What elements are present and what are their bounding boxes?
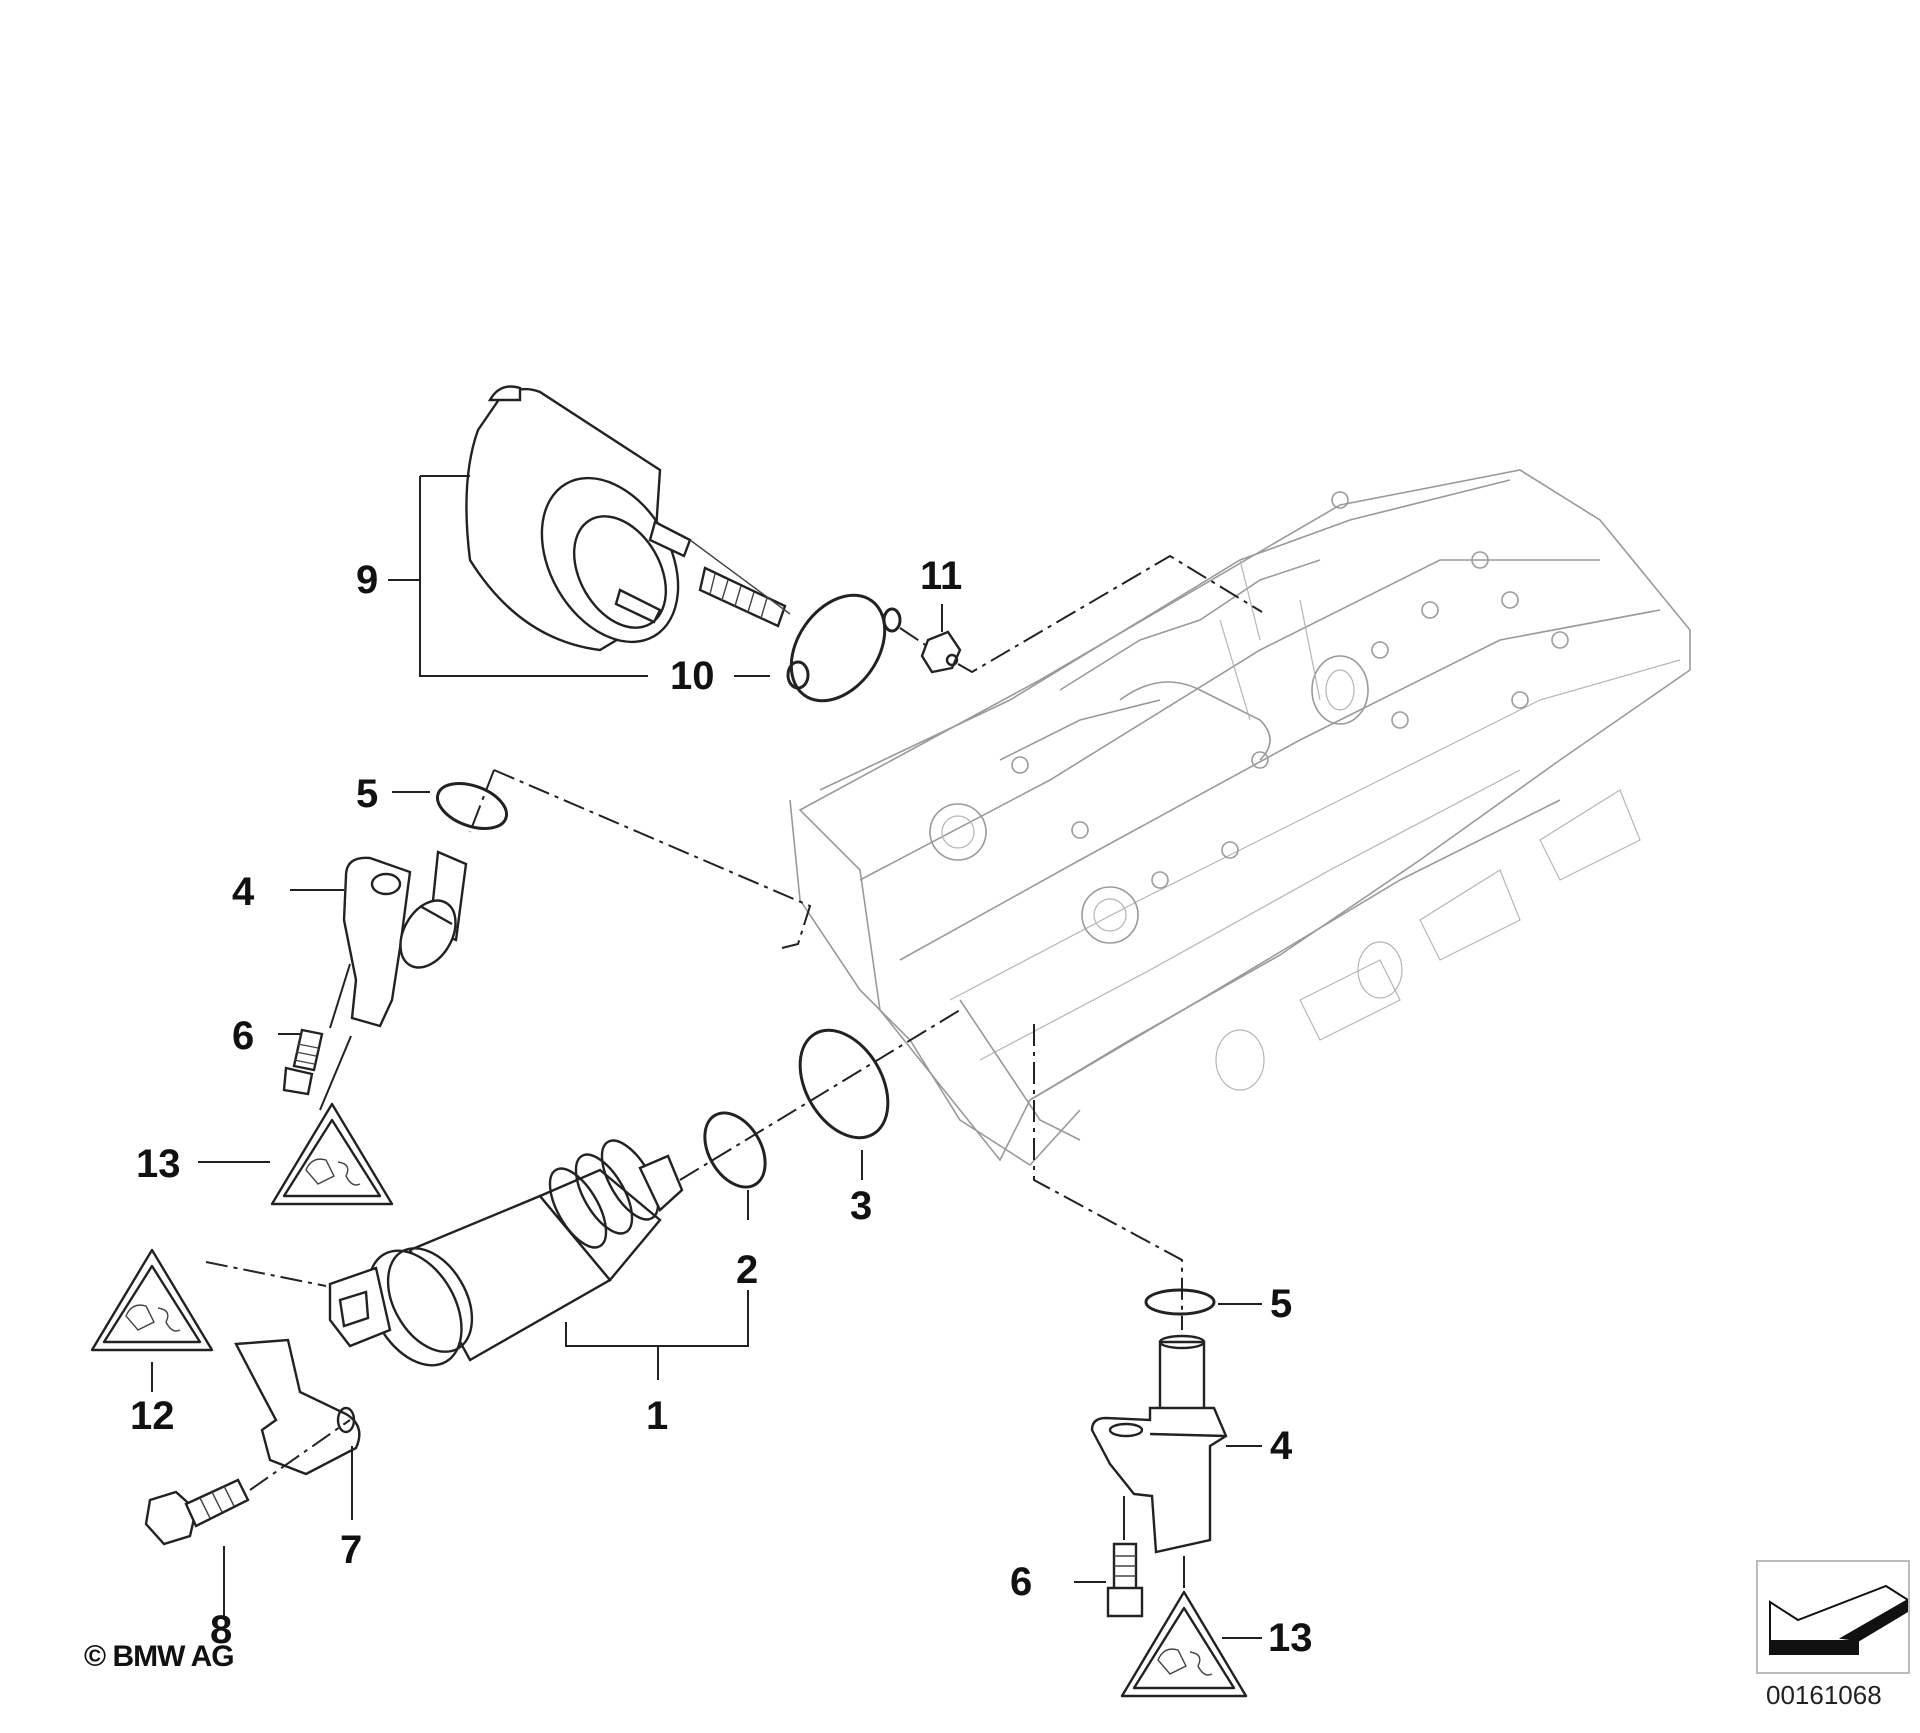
large-o-ring [798,1028,890,1140]
cylinder-head [789,469,1691,1167]
starter-motor [465,385,791,652]
o-ring-lower [1144,1288,1216,1316]
callout-3[interactable]: 3 [850,1184,873,1228]
copyright-notice: © BMW AG [84,1640,235,1673]
assembly-line-bolt [249,1419,351,1491]
callout-12[interactable]: 12 [130,1394,175,1438]
callout-13-upper[interactable]: 13 [136,1142,181,1186]
camshaft-sensor-upper [342,850,468,1028]
solenoid-valve [328,1139,684,1367]
leader-lines [151,475,1262,1639]
callout-5-lower[interactable]: 5 [1270,1282,1293,1326]
assembly-line-sensor-upper [469,769,812,949]
assembly-line-label-left [205,1261,327,1287]
warning-label-upper [270,1102,394,1206]
callout-4-lower[interactable]: 4 [1270,1424,1293,1468]
bracket [234,1338,361,1476]
assembly-line-lower-fastener [1123,1496,1185,1588]
assembly-line-nut [899,554,1263,674]
callout-8[interactable]: 8 [210,1608,233,1652]
callout-13-lower[interactable]: 13 [1268,1616,1313,1660]
callout-6-upper[interactable]: 6 [232,1014,255,1058]
warning-label-lower [1120,1590,1248,1698]
small-o-ring [703,1111,767,1189]
callout-11[interactable]: 11 [920,554,963,598]
o-ring-upper [435,782,509,830]
screw-lower [1106,1542,1144,1618]
hex-bolt [144,1478,250,1546]
figure-number: 00161068 [1766,1680,1882,1710]
callout-9[interactable]: 9 [356,558,379,602]
orientation-arrow-icon [1769,1584,1910,1655]
hex-nut [920,630,962,674]
assembly-line-screw [319,963,352,1111]
camshaft-sensor-lower [1090,1334,1228,1554]
assembly-line-sensor-lower [1033,1024,1183,1330]
assembly-line-valve [679,1009,961,1181]
orientation-box [1756,1560,1910,1674]
cable-holder-ring [786,593,902,703]
callout-6-lower[interactable]: 6 [1010,1560,1033,1604]
callout-10[interactable]: 10 [670,654,715,698]
callout-1[interactable]: 1 [646,1394,669,1438]
screw-upper [282,1028,324,1096]
callout-2[interactable]: 2 [736,1248,759,1292]
callout-7[interactable]: 7 [340,1528,363,1572]
warning-label-left [90,1248,214,1352]
callout-4-upper[interactable]: 4 [232,870,255,914]
callout-5-upper[interactable]: 5 [356,772,379,816]
